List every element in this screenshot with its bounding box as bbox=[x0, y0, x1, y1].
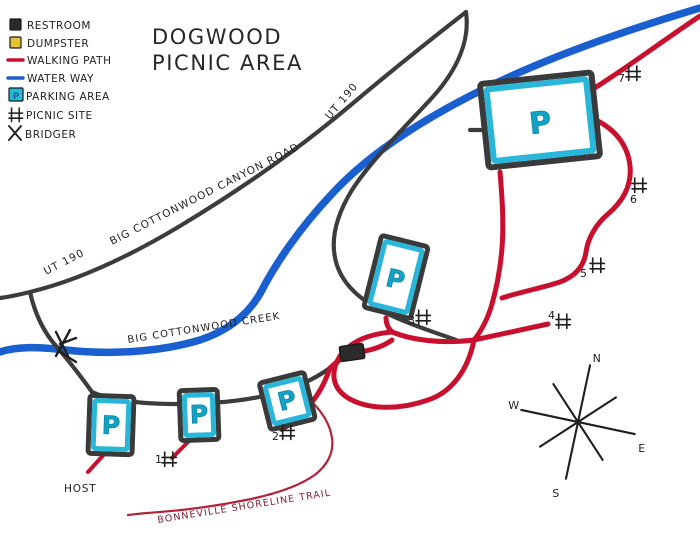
road-label-ut190-canyon-part1: UT 190 bbox=[42, 247, 87, 278]
picnic-table-icon bbox=[631, 177, 648, 194]
svg-text:P: P bbox=[13, 92, 20, 102]
legend-item-walking-path: WALKING PATH bbox=[6, 55, 112, 67]
restroom-marker bbox=[338, 342, 366, 363]
legend-item-restroom: RESTROOM bbox=[9, 18, 91, 32]
path-east-loop-site6 bbox=[499, 117, 633, 301]
legend-label: PICNIC SITE bbox=[26, 110, 93, 122]
dumpster-square-icon bbox=[9, 36, 22, 49]
west-access-road bbox=[27, 289, 95, 395]
host-label: HOST bbox=[64, 483, 96, 495]
road-label-ut190-canyon-part2: BIG COTTONWOOD CANYON ROAD bbox=[108, 141, 302, 248]
picnic-site-number: 4 bbox=[548, 309, 556, 322]
picnic-table-icon bbox=[415, 309, 432, 326]
legend-label: PARKING AREA bbox=[26, 91, 110, 103]
picnic-site-number: 6 bbox=[630, 193, 638, 206]
picnic-site-1: 1 bbox=[155, 451, 178, 468]
compass-rose: N E S W bbox=[508, 352, 646, 500]
picnic-table-icon bbox=[161, 451, 178, 468]
picnic-site-5: 5 bbox=[580, 257, 606, 280]
path-spur-site4 bbox=[471, 321, 551, 343]
picnic-site-2: 2 bbox=[272, 424, 296, 443]
legend-label: BRIDGER bbox=[25, 129, 76, 141]
picnic-site-number: 1 bbox=[155, 453, 163, 466]
legend-item-dumpster: DUMPSTER bbox=[9, 36, 89, 50]
picnic-site-number: 5 bbox=[580, 267, 588, 280]
bridge-x-icon bbox=[8, 125, 22, 141]
parking-lot-main-north[interactable]: P bbox=[477, 69, 603, 171]
legend-label: DUMPSTER bbox=[27, 38, 89, 50]
water-way-layer bbox=[0, 4, 700, 357]
path-main-lot-south bbox=[471, 169, 506, 343]
parking-lot-east-south[interactable]: P bbox=[257, 370, 318, 432]
compass-label-west: W bbox=[508, 399, 519, 412]
legend-label: WALKING PATH bbox=[27, 55, 112, 67]
compass-label-north: N bbox=[593, 352, 602, 365]
legend-label: RESTROOM bbox=[27, 20, 91, 32]
picnic-table-icon bbox=[589, 257, 606, 274]
map-title-line1: DOGWOOD bbox=[152, 25, 282, 49]
path-loop-connector bbox=[389, 329, 477, 345]
parking-lot-letter: P bbox=[528, 105, 554, 142]
picnic-site-number: 2 bbox=[272, 430, 280, 443]
legend-item-picnic-site: PICNIC SITE bbox=[8, 107, 93, 123]
bonneville-trail-label: BONNEVILLE SHORELINE TRAIL bbox=[157, 488, 332, 526]
bonneville-shoreline-trail-line bbox=[126, 400, 334, 517]
picnic-site-7: 7 bbox=[618, 65, 642, 85]
restroom-square-icon bbox=[9, 18, 22, 31]
path-lot2-link bbox=[309, 365, 333, 405]
legend-label: WATER WAY bbox=[27, 73, 94, 85]
legend-item-parking-area: P PARKING AREA bbox=[8, 87, 110, 103]
parking-lot-west-host[interactable]: P bbox=[85, 392, 137, 458]
map-legend: RESTROOM DUMPSTER WALKING PATH WATER WAY bbox=[6, 18, 112, 141]
path-middle-lot-link bbox=[383, 315, 395, 335]
picnic-site-4: 4 bbox=[548, 309, 572, 330]
compass-label-south: S bbox=[552, 487, 560, 500]
picnic-table-icon bbox=[625, 65, 642, 82]
legend-item-water-way: WATER WAY bbox=[6, 73, 94, 85]
picnic-table-icon bbox=[279, 424, 296, 441]
picnic-table-icon bbox=[8, 107, 24, 123]
picnic-site-6: 6 bbox=[630, 177, 648, 206]
picnic-table-icon bbox=[555, 313, 572, 330]
parking-lot-middle[interactable]: P bbox=[361, 233, 431, 321]
map-title-line2: PICNIC AREA bbox=[152, 51, 303, 75]
picnic-site-number: 3 bbox=[408, 314, 416, 327]
compass-label-east: E bbox=[638, 442, 646, 455]
parking-square-icon: P bbox=[8, 87, 24, 102]
compass-rays bbox=[520, 364, 636, 480]
parking-lot-center-south[interactable]: P bbox=[176, 386, 222, 444]
legend-item-bridge: BRIDGER bbox=[8, 125, 76, 141]
bridge-x-icon bbox=[54, 328, 78, 364]
picnic-site-3: 3 bbox=[408, 309, 432, 327]
picnic-site-number: 7 bbox=[618, 72, 626, 85]
big-cottonwood-creek-line bbox=[0, 4, 700, 357]
parking-lot-letter: P bbox=[101, 411, 120, 441]
parking-lot-letter: P bbox=[189, 400, 208, 430]
